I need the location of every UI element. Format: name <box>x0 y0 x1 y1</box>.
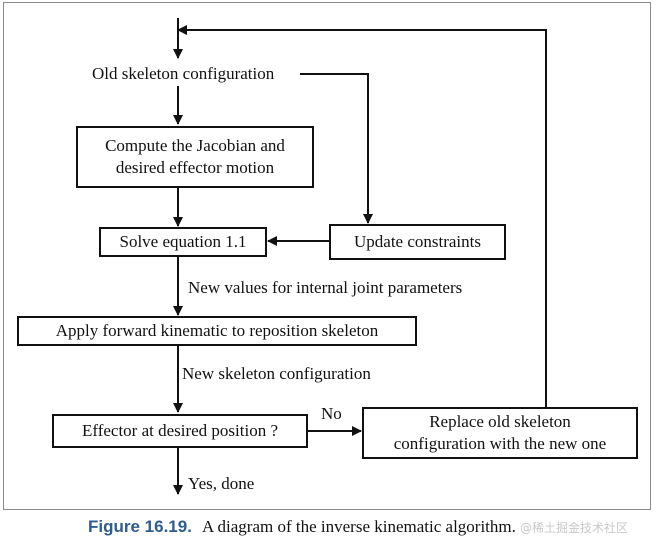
edge-old-to-update <box>300 73 373 224</box>
watermark: @稀土掘金技术社区 <box>520 521 629 535</box>
edge-loop-top <box>177 25 547 230</box>
label-new-joint-values: New values for internal joint parameters <box>188 278 463 298</box>
figure-number: Figure 16.19. <box>88 517 192 536</box>
figure-caption: Figure 16.19. A diagram of the inverse ki… <box>88 517 516 537</box>
node-replace-config: Replace old skeleton configuration with … <box>362 407 638 459</box>
node-solve-equation: Solve equation 1.1 <box>99 227 267 257</box>
node-old-config: Old skeleton configuration <box>88 64 279 84</box>
node-compute-jacobian: Compute the Jacobian and desired effecto… <box>76 126 314 188</box>
label-new-config: New skeleton configuration <box>182 364 371 384</box>
node-update-constraints: Update constraints <box>329 224 506 260</box>
label-no: No <box>321 404 342 424</box>
diagram-frame <box>3 2 651 510</box>
label-yes-done: Yes, done <box>188 474 255 494</box>
figure-caption-text: A diagram of the inverse kinematic algor… <box>201 517 516 536</box>
node-effector-check: Effector at desired position ? <box>52 414 308 448</box>
node-apply-forward: Apply forward kinematic to reposition sk… <box>17 316 417 346</box>
